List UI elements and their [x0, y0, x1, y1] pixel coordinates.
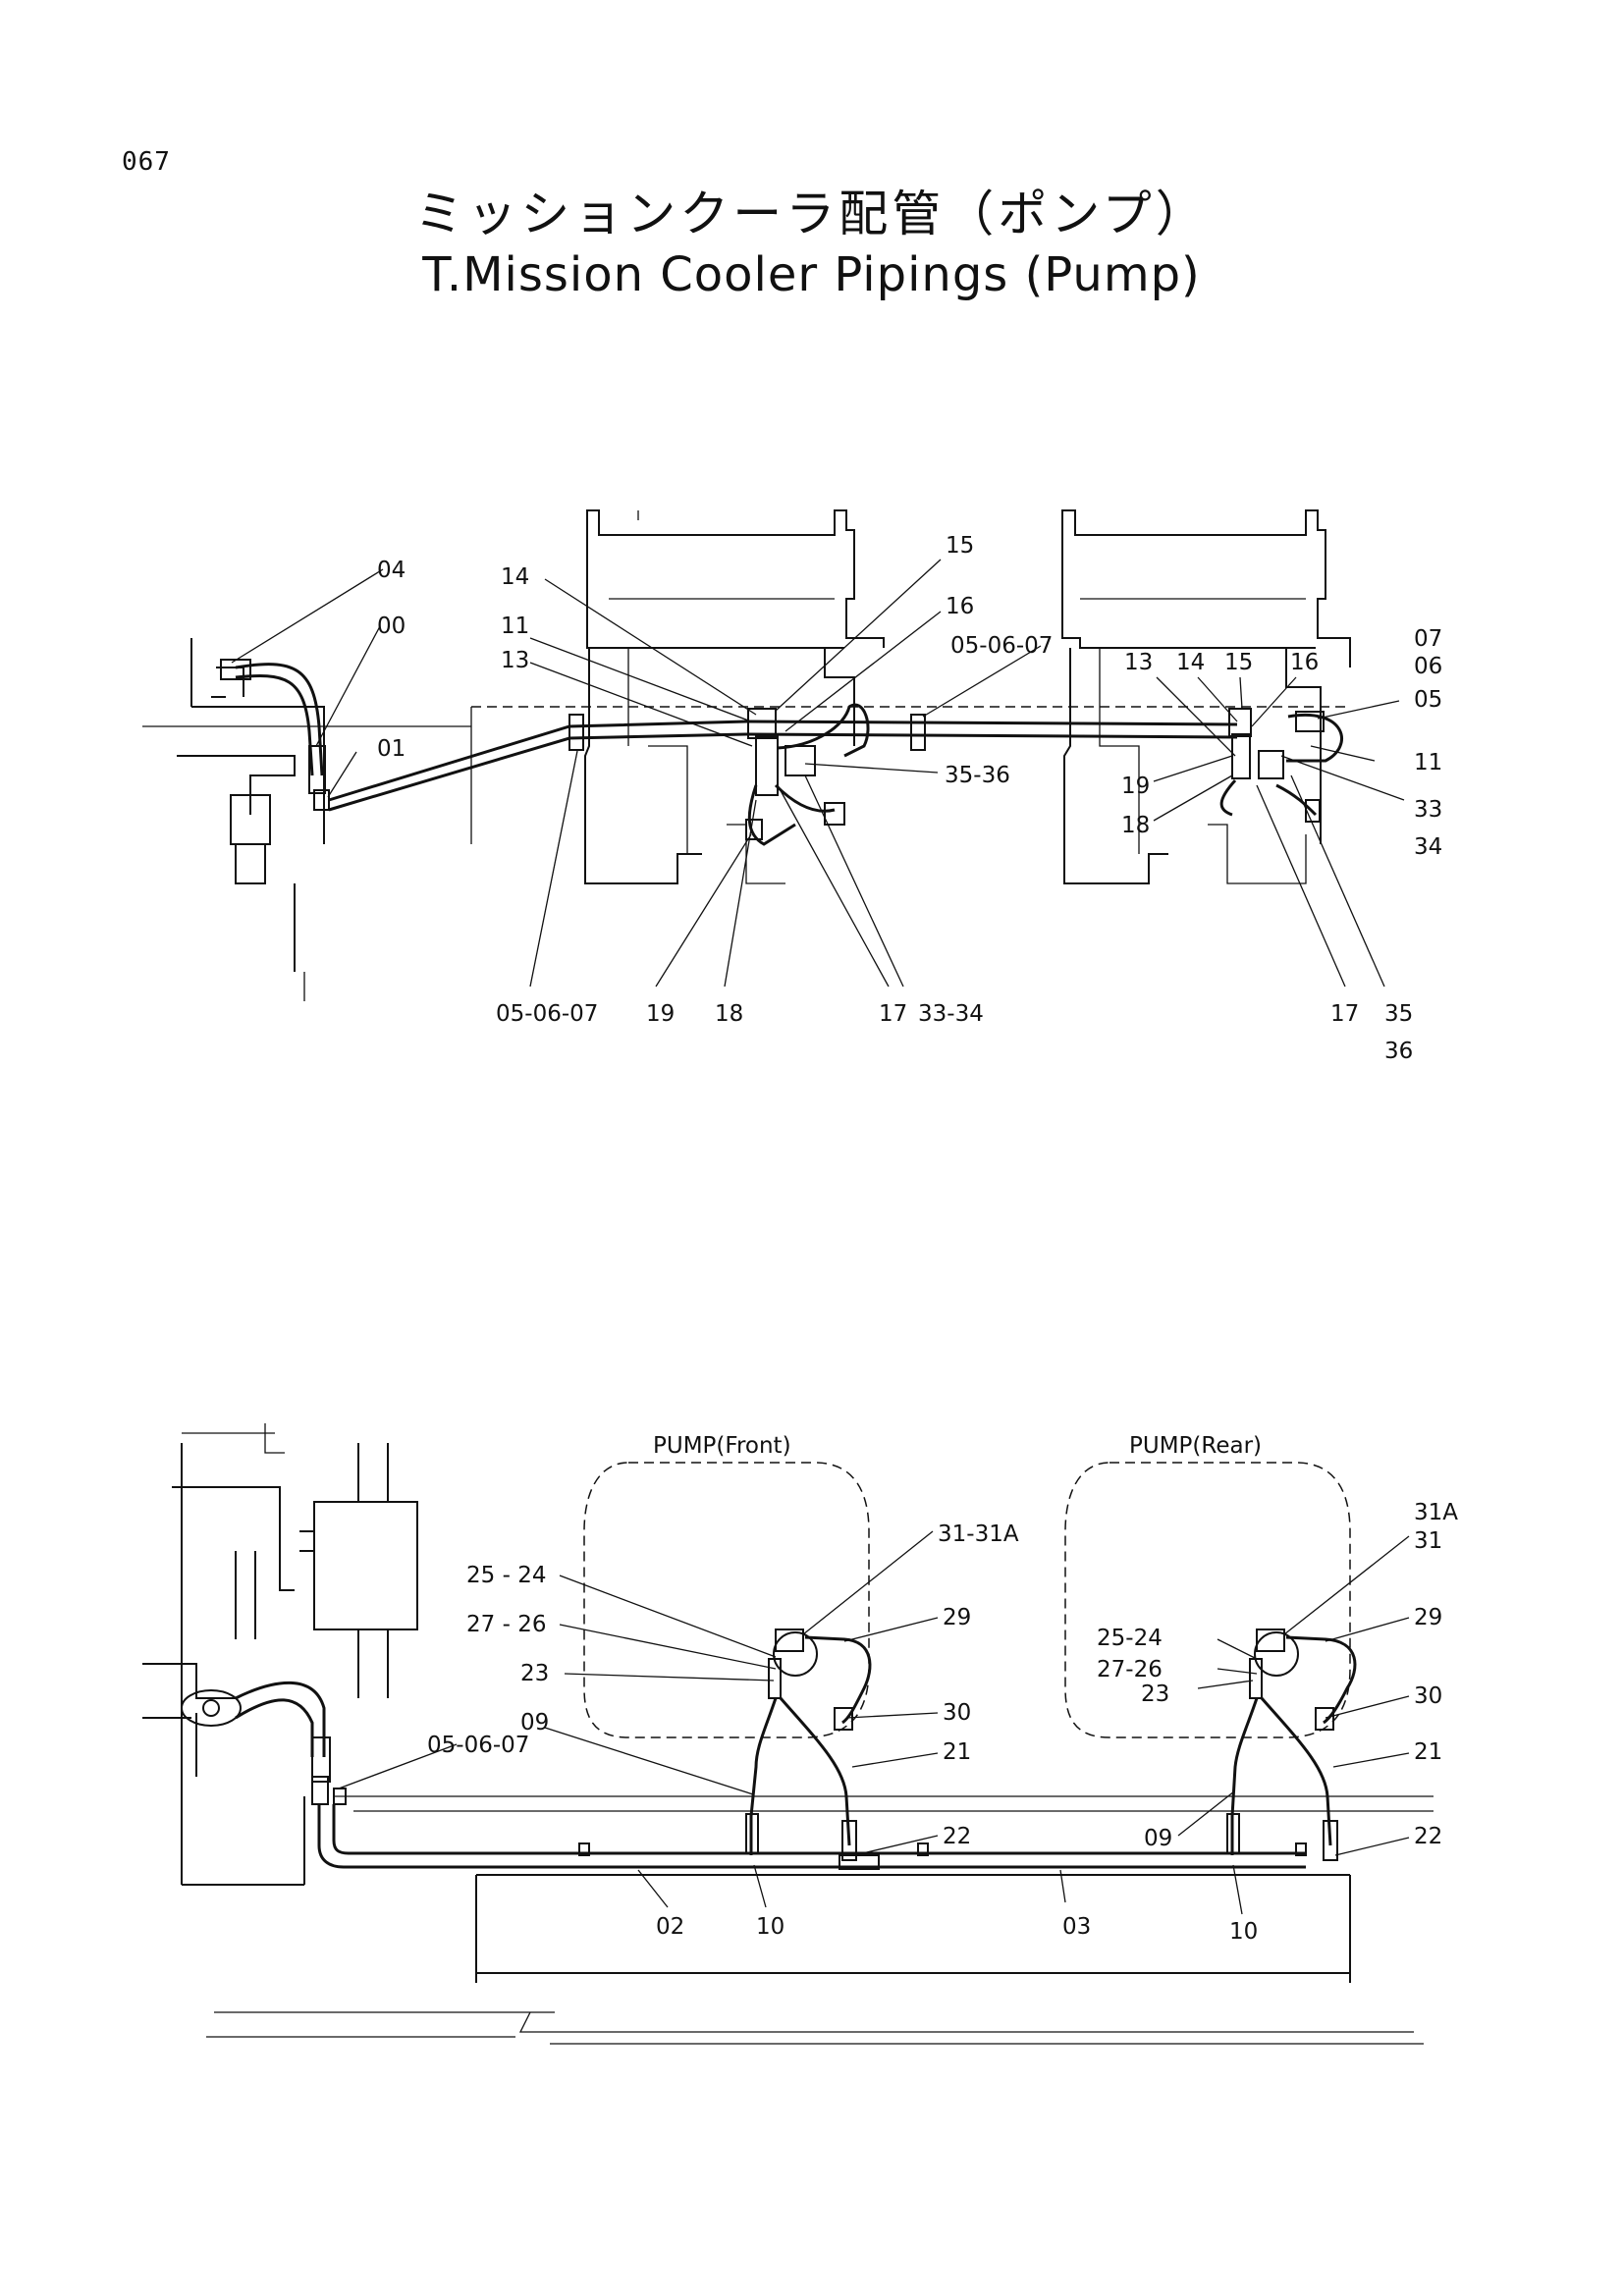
- label-r19: 19: [1121, 774, 1150, 799]
- label-r34: 34: [1414, 834, 1442, 860]
- label-18: 18: [715, 1001, 743, 1027]
- label-05-06-07-lower: 05-06-07: [496, 1001, 598, 1027]
- label-30: 30: [943, 1700, 971, 1726]
- label-r10: 10: [1229, 1919, 1258, 1945]
- left-valve-cluster: [745, 703, 870, 846]
- label-r18: 18: [1121, 813, 1150, 838]
- label-25-24: 25 - 24: [466, 1563, 546, 1588]
- lower-frame: [206, 1874, 1424, 2045]
- pump-front-outline: [583, 1462, 870, 1738]
- left-structure: [142, 1423, 418, 1886]
- label-r11: 11: [1414, 750, 1442, 775]
- rear-pump-fittings: [1226, 1629, 1357, 1861]
- label-23: 23: [520, 1661, 549, 1686]
- frame-lines: [142, 706, 1345, 1001]
- label-09: 09: [520, 1710, 549, 1735]
- label-r35: 35: [1384, 1001, 1413, 1027]
- label-r33: 33: [1414, 797, 1442, 823]
- main-pipe-top: [328, 714, 1238, 812]
- label-14: 14: [501, 564, 529, 590]
- bottom-leader-lines: [338, 1530, 1410, 1915]
- label-r21: 21: [1414, 1739, 1442, 1765]
- left-pump-block-outline: [584, 509, 885, 884]
- label-10: 10: [756, 1914, 784, 1940]
- label-r31: 31: [1414, 1528, 1442, 1554]
- label-02: 02: [656, 1914, 684, 1940]
- label-31-31a: 31-31A: [938, 1522, 1019, 1547]
- label-05-06-07-upper: 05-06-07: [950, 633, 1053, 659]
- label-r07: 07: [1414, 626, 1442, 652]
- hose-00: [235, 663, 330, 811]
- pump-front-label: PUMP(Front): [653, 1433, 791, 1459]
- label-r23: 23: [1141, 1682, 1169, 1707]
- right-valve-cluster: [1219, 708, 1343, 823]
- page-title-japanese: ミッションクーラ配管（ポンプ）: [414, 186, 1209, 242]
- label-r16: 16: [1290, 650, 1319, 675]
- label-35-36: 35-36: [945, 763, 1010, 788]
- top-view: 04 00 01 14 11 13 15 16 05-06-07 35-36 0…: [142, 509, 1442, 1064]
- label-27-26: 27 - 26: [466, 1612, 546, 1637]
- label-13: 13: [501, 648, 529, 673]
- label-33-34: 33-34: [918, 1001, 984, 1027]
- label-19: 19: [646, 1001, 675, 1027]
- right-pump-block-outline: [1061, 509, 1351, 884]
- label-r13: 13: [1124, 650, 1153, 675]
- label-03: 03: [1062, 1914, 1091, 1940]
- label-16: 16: [946, 594, 974, 619]
- label-r30: 30: [1414, 1683, 1442, 1709]
- bottom-view: PUMP(Front) PUMP(Rear): [142, 1423, 1458, 2045]
- label-r14: 14: [1176, 650, 1205, 675]
- label-01: 01: [377, 736, 406, 762]
- label-11: 11: [501, 614, 529, 639]
- page-number: 067: [122, 147, 171, 177]
- main-pipe-bottom: [317, 1788, 1434, 1869]
- label-r25-24: 25-24: [1097, 1626, 1163, 1651]
- label-22: 22: [943, 1824, 971, 1849]
- label-r09: 09: [1144, 1826, 1172, 1851]
- label-04: 04: [377, 558, 406, 583]
- label-r17: 17: [1330, 1001, 1359, 1027]
- pump-rear-label: PUMP(Rear): [1129, 1433, 1262, 1459]
- front-pump-fittings: [745, 1629, 880, 1870]
- label-r05: 05: [1414, 687, 1442, 713]
- left-engine-parts: [177, 638, 325, 972]
- label-r36: 36: [1384, 1039, 1413, 1064]
- label-21: 21: [943, 1739, 971, 1765]
- label-r31a: 31A: [1414, 1500, 1458, 1525]
- label-17: 17: [879, 1001, 907, 1027]
- label-r06: 06: [1414, 654, 1442, 679]
- top-right-leader-lines: [1153, 676, 1405, 988]
- label-r27-26: 27-26: [1097, 1657, 1163, 1682]
- label-r29: 29: [1414, 1605, 1442, 1630]
- label-15: 15: [946, 533, 974, 559]
- top-left-leader-lines: [231, 559, 1042, 988]
- left-hose: [181, 1681, 331, 1805]
- label-29: 29: [943, 1605, 971, 1630]
- label-05-06-07-bottom: 05-06-07: [427, 1733, 529, 1758]
- pump-rear-outline: [1064, 1462, 1351, 1738]
- page-title-english: T.Mission Cooler Pipings (Pump): [422, 247, 1201, 302]
- label-r22: 22: [1414, 1824, 1442, 1849]
- label-00: 00: [377, 614, 406, 639]
- label-r15: 15: [1224, 650, 1253, 675]
